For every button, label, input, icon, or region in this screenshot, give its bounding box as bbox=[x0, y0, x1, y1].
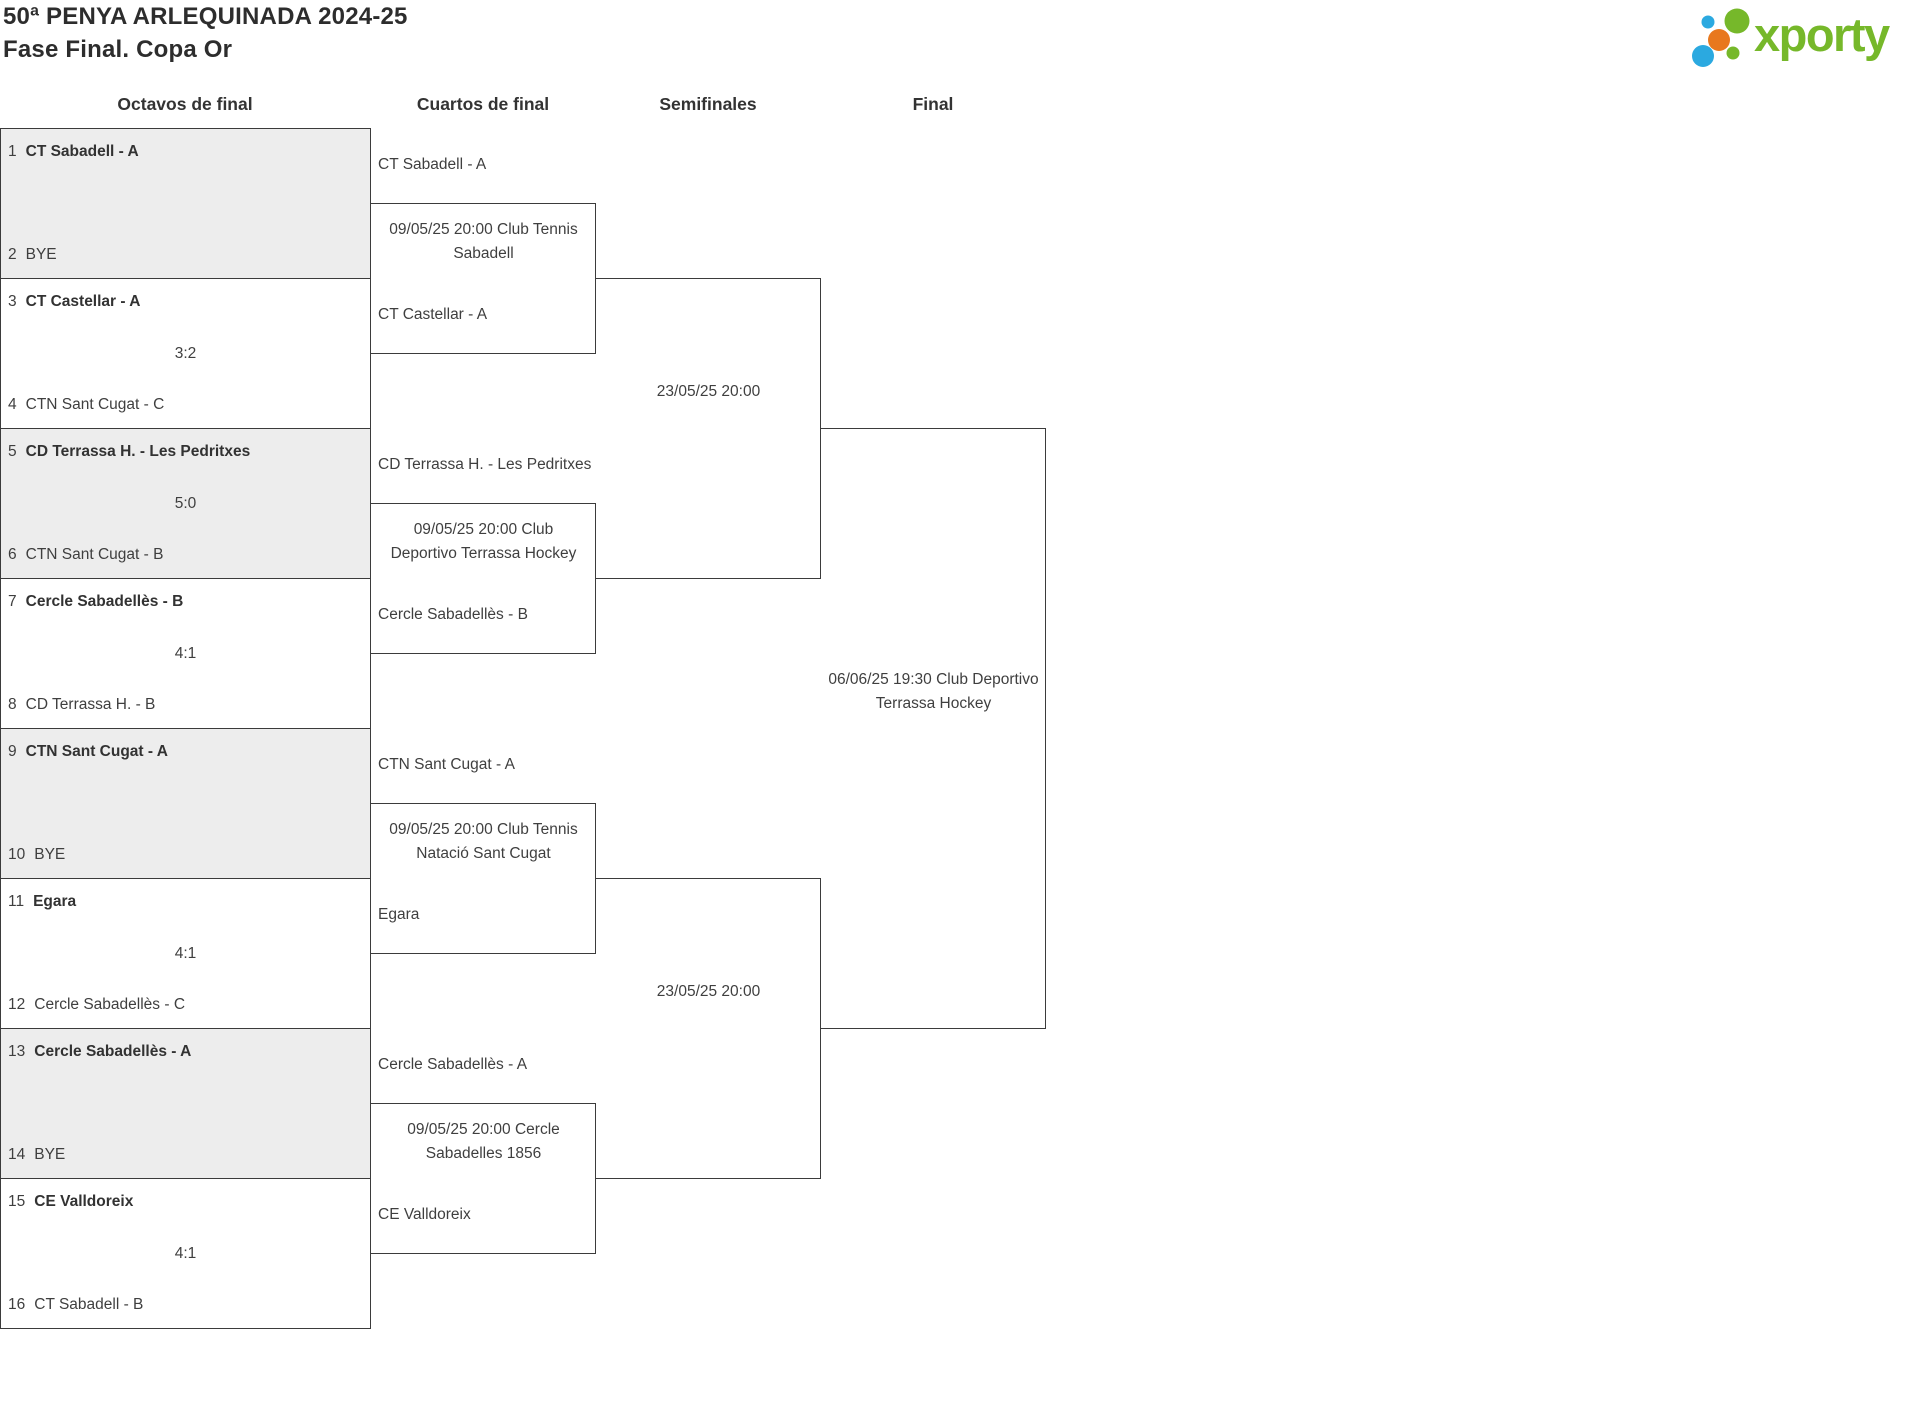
seed-number: 8 bbox=[8, 696, 17, 713]
match-schedule: 23/05/25 20:00 bbox=[656, 383, 761, 400]
team-row: 10 BYE bbox=[8, 844, 366, 866]
advancing-team-name: Cercle Sabadellès - A bbox=[378, 1056, 528, 1073]
match-schedule: 23/05/25 20:00 bbox=[656, 983, 761, 1000]
team-name: CE Valldoreix bbox=[34, 1193, 134, 1210]
team-name: CT Sabadell - A bbox=[25, 143, 139, 160]
team-row: 4 CTN Sant Cugat - C bbox=[8, 394, 366, 416]
advancing-team-name: Egara bbox=[378, 906, 420, 923]
advancing-team-name: CT Sabadell - A bbox=[378, 156, 487, 173]
seed-number: 11 bbox=[8, 893, 25, 910]
advancing-team-name: CTN Sant Cugat - A bbox=[378, 756, 515, 773]
octavos-match-8: 15 CE Valldoreix 4:1 16 CT Sabadell - B bbox=[0, 1178, 371, 1329]
team-name: CD Terrassa H. - Les Pedritxes bbox=[25, 443, 251, 460]
logo-dot bbox=[1726, 46, 1740, 60]
match-score: 4:1 bbox=[174, 645, 197, 662]
seed-number: 2 bbox=[8, 246, 17, 263]
page-title-line2: Fase Final. Copa Or bbox=[3, 36, 233, 63]
team-name: CT Castellar - A bbox=[25, 293, 141, 310]
cuartos-match-4-box bbox=[371, 1103, 596, 1254]
team-row: 11 Egara bbox=[8, 891, 366, 913]
octavos-match-7: 13 Cercle Sabadellès - A 14 BYE bbox=[0, 1028, 371, 1179]
round-header-cuartos: Cuartos de final bbox=[416, 94, 550, 114]
match-score: 5:0 bbox=[174, 495, 197, 512]
semifinal-match-2-box bbox=[596, 878, 821, 1179]
octavos-match-4: 7 Cercle Sabadellès - B 4:1 8 CD Terrassa … bbox=[0, 578, 371, 729]
team-row: 15 CE Valldoreix bbox=[8, 1191, 366, 1213]
team-name: CTN Sant Cugat - C bbox=[25, 396, 165, 413]
match-schedule: 09/05/25 20:00 Cercle Sabadelles 1856 bbox=[407, 1121, 560, 1162]
team-name: Egara bbox=[33, 893, 77, 910]
match-schedule: 09/05/25 20:00 Club Deportivo Terrassa H… bbox=[390, 521, 577, 562]
advancing-team-name: CD Terrassa H. - Les Pedritxes bbox=[378, 456, 592, 473]
team-name: CD Terrassa H. - B bbox=[25, 696, 156, 713]
page-title-line1: 50ª PENYA ARLEQUINADA 2024-25 bbox=[3, 3, 408, 30]
logo-dots-icon bbox=[1692, 8, 1750, 67]
semifinal-match-1-box bbox=[596, 278, 821, 579]
team-row: 16 CT Sabadell - B bbox=[8, 1294, 366, 1316]
page-title: 50ª PENYA ARLEQUINADA 2024-25 Fase Final… bbox=[3, 0, 408, 66]
team-row: 7 Cercle Sabadellès - B bbox=[8, 591, 366, 613]
cuartos-match-1-box bbox=[371, 203, 596, 354]
seed-number: 16 bbox=[8, 1296, 26, 1313]
logo-wordmark: xporty bbox=[1754, 8, 1890, 61]
match-score: 4:1 bbox=[174, 945, 197, 962]
octavos-match-6: 11 Egara 4:1 12 Cercle Sabadellès - C bbox=[0, 878, 371, 1029]
xporty-logo[interactable]: xporty bbox=[1690, 5, 1918, 67]
team-name: Cercle Sabadellès - C bbox=[34, 996, 186, 1013]
logo-dot bbox=[1708, 29, 1730, 51]
team-name: CT Sabadell - B bbox=[34, 1296, 144, 1313]
team-name: BYE bbox=[25, 246, 57, 263]
octavos-match-2: 3 CT Castellar - A 3:2 4 CTN Sant Cugat - … bbox=[0, 278, 371, 429]
logo-dot bbox=[1724, 8, 1750, 34]
round-header-semifinales: Semifinales bbox=[659, 94, 757, 114]
team-row: 2 BYE bbox=[8, 244, 366, 266]
team-row: 14 BYE bbox=[8, 1144, 366, 1166]
seed-number: 3 bbox=[8, 293, 17, 310]
team-row: 13 Cercle Sabadellès - A bbox=[8, 1041, 366, 1063]
team-name: CTN Sant Cugat - A bbox=[25, 743, 168, 760]
team-name: CTN Sant Cugat - B bbox=[25, 546, 164, 563]
team-name: Cercle Sabadellès - B bbox=[25, 593, 184, 610]
match-score: 3:2 bbox=[174, 345, 197, 362]
team-row: 5 CD Terrassa H. - Les Pedritxes bbox=[8, 441, 366, 463]
seed-number: 9 bbox=[8, 743, 17, 760]
match-schedule: 06/06/25 19:30 Club Deportivo Terrassa H… bbox=[828, 671, 1039, 712]
seed-number: 14 bbox=[8, 1146, 26, 1163]
team-name: Cercle Sabadellès - A bbox=[34, 1043, 192, 1060]
match-schedule: 09/05/25 20:00 Club Tennis Natació Sant … bbox=[389, 821, 578, 862]
advancing-team-name: Cercle Sabadellès - B bbox=[378, 606, 528, 623]
match-score: 4:1 bbox=[174, 1245, 197, 1262]
advancing-team-name: CE Valldoreix bbox=[378, 1206, 471, 1223]
octavos-match-1: 1 CT Sabadell - A 2 BYE bbox=[0, 128, 371, 279]
team-row: 8 CD Terrassa H. - B bbox=[8, 694, 366, 716]
octavos-match-3: 5 CD Terrassa H. - Les Pedritxes 5:0 6 CTN… bbox=[0, 428, 371, 579]
team-row: 6 CTN Sant Cugat - B bbox=[8, 544, 366, 566]
cuartos-match-3-box bbox=[371, 803, 596, 954]
octavos-match-5: 9 CTN Sant Cugat - A 10 BYE bbox=[0, 728, 371, 879]
seed-number: 7 bbox=[8, 593, 17, 610]
team-row: 9 CTN Sant Cugat - A bbox=[8, 741, 366, 763]
final-match-box bbox=[821, 428, 1046, 1029]
cuartos-match-2-box bbox=[371, 503, 596, 654]
seed-number: 13 bbox=[8, 1043, 26, 1060]
seed-number: 1 bbox=[8, 143, 17, 160]
seed-number: 5 bbox=[8, 443, 17, 460]
team-row: 1 CT Sabadell - A bbox=[8, 141, 366, 163]
seed-number: 10 bbox=[8, 846, 26, 863]
seed-number: 12 bbox=[8, 996, 26, 1013]
match-schedule: 09/05/25 20:00 Club Tennis Sabadell bbox=[389, 221, 578, 262]
team-row: 12 Cercle Sabadellès - C bbox=[8, 994, 366, 1016]
team-name: BYE bbox=[34, 1146, 66, 1163]
advancing-team-name: CT Castellar - A bbox=[378, 306, 488, 323]
round-header-octavos: Octavos de final bbox=[117, 94, 253, 114]
seed-number: 6 bbox=[8, 546, 17, 563]
seed-number: 4 bbox=[8, 396, 17, 413]
team-row: 3 CT Castellar - A bbox=[8, 291, 366, 313]
team-name: BYE bbox=[34, 846, 66, 863]
logo-dot bbox=[1692, 45, 1714, 67]
logo-dot bbox=[1701, 15, 1715, 29]
round-header-final: Final bbox=[912, 94, 954, 114]
seed-number: 15 bbox=[8, 1193, 26, 1210]
